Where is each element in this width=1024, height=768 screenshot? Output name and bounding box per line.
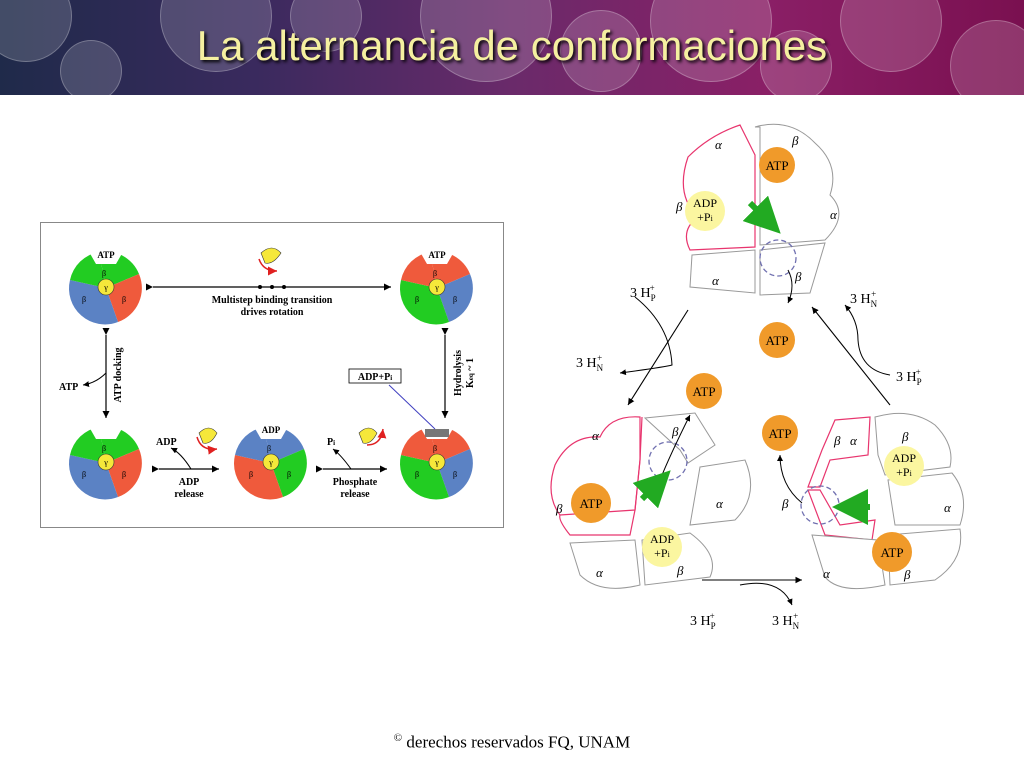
alpha-label: α [716, 496, 724, 511]
adp-label: ADP [262, 425, 281, 435]
gamma-label: γ [103, 283, 108, 292]
atp-label: ATP [692, 384, 715, 399]
beta-label: β [675, 199, 683, 214]
rotor-bottom-right: γ β β β [399, 425, 473, 500]
alpha-label: α [823, 566, 831, 581]
phosphate-release-label: Phosphate [333, 477, 378, 488]
complex-bottom-left: ATP ADP +Pi α β α β α β [550, 412, 752, 589]
rotor-bottom-middle: ADP γ β β β [233, 425, 307, 500]
three-h-p-label: 3 HP+ [896, 367, 922, 387]
atp-label: ATP [880, 545, 903, 560]
beta-label: β [555, 501, 563, 516]
beta-label: β [901, 429, 909, 444]
top-label: Multistep binding transition [212, 295, 333, 306]
rotational-catalysis-diagram: ATP γ β β β ATP γ β β β γ β β β [59, 247, 476, 500]
rotor-top-right: ATP γ β β β [399, 250, 473, 325]
beta-label: β [671, 424, 679, 439]
adp-label: ADP [693, 196, 717, 210]
alpha-label: α [944, 500, 952, 515]
atp-docking-label: ATP docking [113, 347, 124, 402]
pi-label: +Pi [697, 210, 713, 224]
gamma-label: γ [103, 458, 108, 467]
three-h-p-label: 3 HP+ [630, 283, 656, 303]
adp-label: ADP [650, 532, 674, 546]
gamma-label: γ [434, 283, 439, 292]
beta-label: β [676, 563, 684, 578]
rotor-top-left: ATP γ β β β [68, 250, 142, 325]
adp-release-label: ADP [179, 477, 200, 488]
top-label-2: drives rotation [241, 307, 304, 318]
released-atp-top [759, 322, 795, 358]
beta3-label: β [122, 295, 126, 304]
alpha-label: α [596, 565, 604, 580]
atp-out-label: ATP [59, 382, 78, 393]
gamma-label: γ [434, 458, 439, 467]
beta-label: β [781, 496, 789, 511]
beta2-label: β [82, 295, 86, 304]
gamma-subunit-icon [260, 247, 282, 264]
complex-bottom-right: ADP +Pi ATP β α β α β α β [777, 412, 965, 590]
pi-label: Pi [327, 437, 335, 448]
copyright-symbol: © [393, 732, 403, 744]
beta-label: β [903, 567, 911, 582]
beta2-label: β [82, 470, 86, 479]
page-title: La alternancia de conformaciones [196, 22, 828, 69]
beta3-label: β [453, 295, 457, 304]
atp-label: ATP [97, 250, 115, 260]
beta1-label: β [267, 444, 271, 453]
beta2-label: β [415, 295, 419, 304]
beta1-label: β [102, 444, 106, 453]
complex-top: ATP ADP +Pi α β α β α β [675, 123, 840, 304]
atp-label: ATP [765, 158, 788, 173]
beta1-label: β [433, 444, 437, 453]
title-banner: La alternancia de conformaciones [0, 0, 1024, 95]
beta1-label: β [102, 269, 106, 278]
atp-label: ATP [579, 496, 602, 511]
alpha-label: α [850, 433, 858, 448]
atp-label: ATP [768, 426, 791, 441]
adp-release-label-2: release [174, 489, 204, 500]
alpha-label: α [592, 428, 600, 443]
alpha-label: α [712, 273, 720, 288]
beta3-label: β [122, 470, 126, 479]
atp-label: ATP [428, 250, 446, 260]
binding-change-diagram: ATP ADP +Pi α β α β α β ATP 3 HP+ 3 HN+ … [550, 123, 965, 631]
three-h-n-label: 3 HN+ [850, 289, 878, 309]
three-h-n-label: 3 HN+ [772, 611, 800, 631]
beta1-label: β [433, 269, 437, 278]
rotation-arrow-icon [258, 258, 278, 276]
gamma-label: γ [268, 458, 273, 467]
adppi-box [348, 368, 402, 384]
hydrolysis-label: Hydrolysis [453, 350, 464, 396]
beta2-label: β [415, 470, 419, 479]
beta-label: β [833, 433, 841, 448]
beta-label: β [794, 269, 802, 284]
copyright-text: derechos reservados FQ, UNAM [406, 732, 631, 752]
pi-label: +Pi [654, 546, 670, 560]
released-atp-left [686, 373, 722, 409]
alpha-label: α [715, 137, 723, 152]
left-figure-frame: ATP γ β β β ATP γ β β β γ β β β [40, 222, 504, 528]
incoming-atp-right [762, 415, 798, 451]
three-h-n-label: 3 HN+ [576, 353, 604, 373]
beta2-label: β [249, 470, 253, 479]
three-h-p-label: 3 HP+ [690, 611, 716, 631]
beta3-label: β [453, 470, 457, 479]
adppi-label: ADP+Pi [358, 372, 392, 383]
adp-out-label: ADP [156, 437, 177, 448]
beta-label: β [791, 133, 799, 148]
pi-label: +Pi [896, 465, 912, 479]
beta3-label: β [287, 470, 291, 479]
adp-label: ADP [892, 451, 916, 465]
atp-label: ATP [765, 333, 788, 348]
rotor-bottom-left: γ β β β [68, 425, 142, 500]
phosphate-release-label-2: release [340, 489, 370, 500]
keq-label: Keq ~ 1 [465, 358, 476, 388]
footer-copyright: © derechos reservados FQ, UNAM [0, 732, 1024, 753]
alpha-label: α [830, 207, 838, 222]
